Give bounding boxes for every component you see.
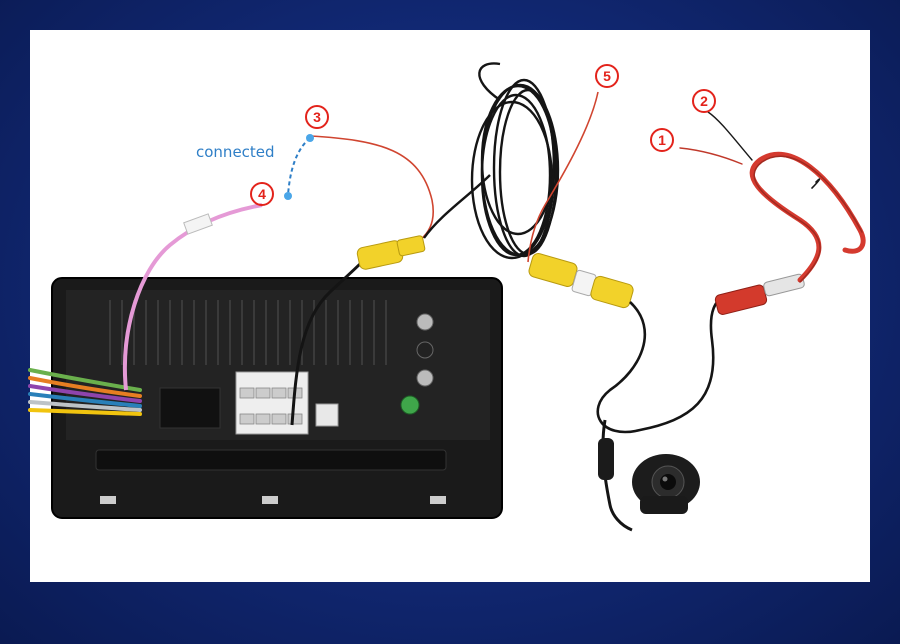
callout-3: 3 xyxy=(305,105,329,129)
callout-5: 5 xyxy=(595,64,619,88)
svg-text:3: 3 xyxy=(313,109,321,125)
car-stereo-unit xyxy=(51,277,503,519)
coiled-extension-cable xyxy=(423,62,560,260)
svg-text:2: 2 xyxy=(700,93,708,109)
red-signal-wire xyxy=(527,91,599,263)
connection-dot-bottom xyxy=(284,192,292,200)
callout-1: 1 xyxy=(650,128,674,152)
rca-connector-extension xyxy=(528,253,634,309)
power-connector xyxy=(714,273,805,315)
red-trigger-wire xyxy=(309,135,435,241)
camera-cable xyxy=(596,294,726,434)
wire-sticker-label xyxy=(183,213,213,235)
connection-dot-top xyxy=(306,134,314,142)
svg-text:1: 1 xyxy=(658,132,666,148)
connected-label: connected xyxy=(196,143,275,161)
rca-connector-head-unit xyxy=(356,235,426,270)
callout-2: 2 xyxy=(692,89,716,113)
callout-4: 4 xyxy=(250,182,274,206)
svg-text:5: 5 xyxy=(603,68,611,84)
power-lead xyxy=(679,111,866,283)
rear-view-camera xyxy=(632,454,700,514)
connected-dashed-line xyxy=(287,137,311,196)
main-wiring-harness xyxy=(28,368,142,416)
video-input-cable xyxy=(290,260,364,426)
reverse-trigger-wire xyxy=(123,203,263,391)
svg-text:4: 4 xyxy=(258,186,266,202)
inline-cable-filter xyxy=(598,438,614,480)
